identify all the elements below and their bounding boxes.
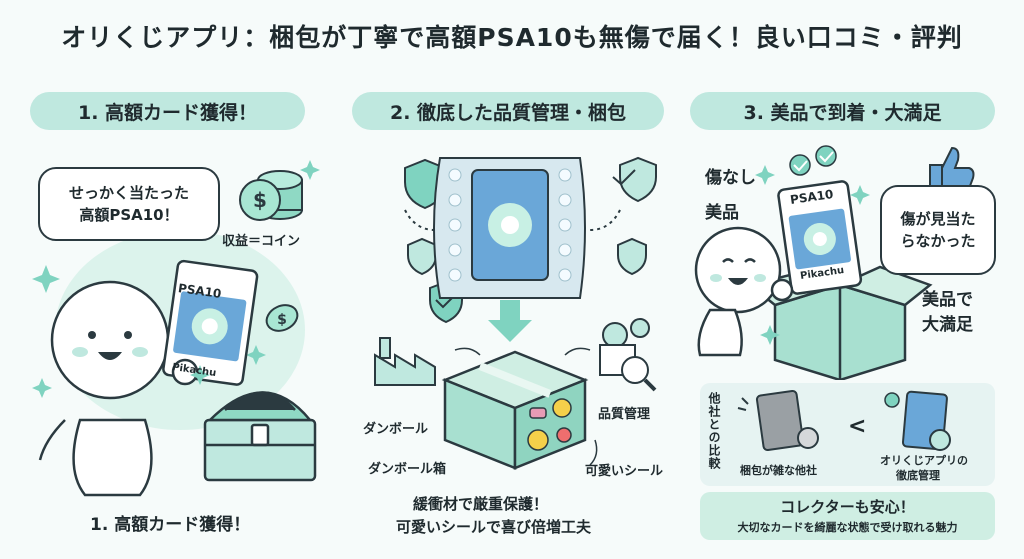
no-scratch-line1: 傷なし (705, 168, 756, 188)
satisfied-line2: 大満足 (922, 315, 973, 335)
step2-header: 2. 徹底した品質管理・梱包 (352, 92, 664, 130)
review-line2: らなかった (900, 232, 976, 250)
step1-footer: 1. 高額カード獲得！ (90, 515, 251, 535)
psa10-card (777, 180, 863, 295)
box-label: ダンボール箱 (368, 462, 447, 477)
banner-title: コレクターも安心！ (780, 498, 915, 516)
review-line1: 傷が見当た (900, 210, 976, 228)
page-title: オリくじアプリ：梱包が丁寧で高額PSA10も無傷で届く！良い口コミ・評判 (61, 23, 963, 52)
sticker-label: 可愛いシール (585, 464, 664, 479)
sparkle-icon (32, 160, 320, 398)
compare-right-line1: オリくじアプリの (880, 454, 968, 467)
bubble-line1: せっかく当たった (68, 184, 189, 202)
compare-right-line2: 徹底管理 (896, 469, 940, 482)
comparison-title: 他社との比較 (707, 392, 721, 470)
damaged-card-icon (755, 389, 819, 451)
panel2-illustration (374, 156, 657, 470)
happy-character (38, 280, 170, 497)
quality-label: 品質管理 (598, 407, 651, 422)
check-icon (789, 145, 837, 176)
compare-left-label: 梱包が雑な他社 (740, 464, 817, 477)
coins-label: 収益＝コイン (222, 234, 301, 249)
step1-header: 1. 高額カード獲得！ (30, 92, 305, 130)
happy-character (694, 226, 782, 357)
collector-banner: コレクターも安心！ 大切なカードを綺麗な状態で受け取れる魅力 (700, 492, 995, 540)
sparkle-icon (190, 365, 210, 385)
comparison-cards (737, 389, 951, 451)
sparkle-icon (755, 165, 870, 345)
bubble-wrap (433, 157, 586, 299)
panel1-illustration: $ $ (32, 160, 320, 497)
svg-text:$: $ (253, 188, 267, 212)
banner-subtitle: 大切なカードを綺麗な状態で受け取れる魅力 (737, 521, 958, 534)
panel3-illustration (694, 145, 975, 380)
sticker-icon (527, 398, 572, 451)
comparison-symbol: < (848, 414, 867, 439)
satisfied-line1: 美品で (922, 290, 973, 310)
step3-header: 3. 美品で到着・大満足 (690, 92, 995, 130)
psa10-card (162, 259, 259, 386)
coin-stack-icon: $ (239, 170, 303, 221)
gear-magnifier-icon (599, 318, 657, 392)
factory-icon (374, 337, 436, 386)
coin-icon: $ (265, 304, 299, 332)
clean-card-icon (901, 390, 951, 451)
down-arrow-icon (488, 300, 532, 342)
speech-bubble: せっかく当たった 高額PSA10！ (38, 167, 220, 241)
check-icon (884, 392, 900, 408)
no-scratch-line2: 美品 (705, 203, 739, 223)
svg-text:$: $ (277, 312, 287, 328)
bubble-line2: 高額PSA10！ (79, 206, 179, 224)
caption-line1: 緩衝材で厳重保護！ (413, 495, 549, 513)
review-bubble: 傷が見当た らなかった (880, 185, 996, 275)
caption-line2: 可愛いシールで喜び倍増工夫 (396, 518, 592, 536)
treasure-chest-icon (203, 391, 317, 482)
cardboard-label: ダンボール (363, 422, 429, 437)
